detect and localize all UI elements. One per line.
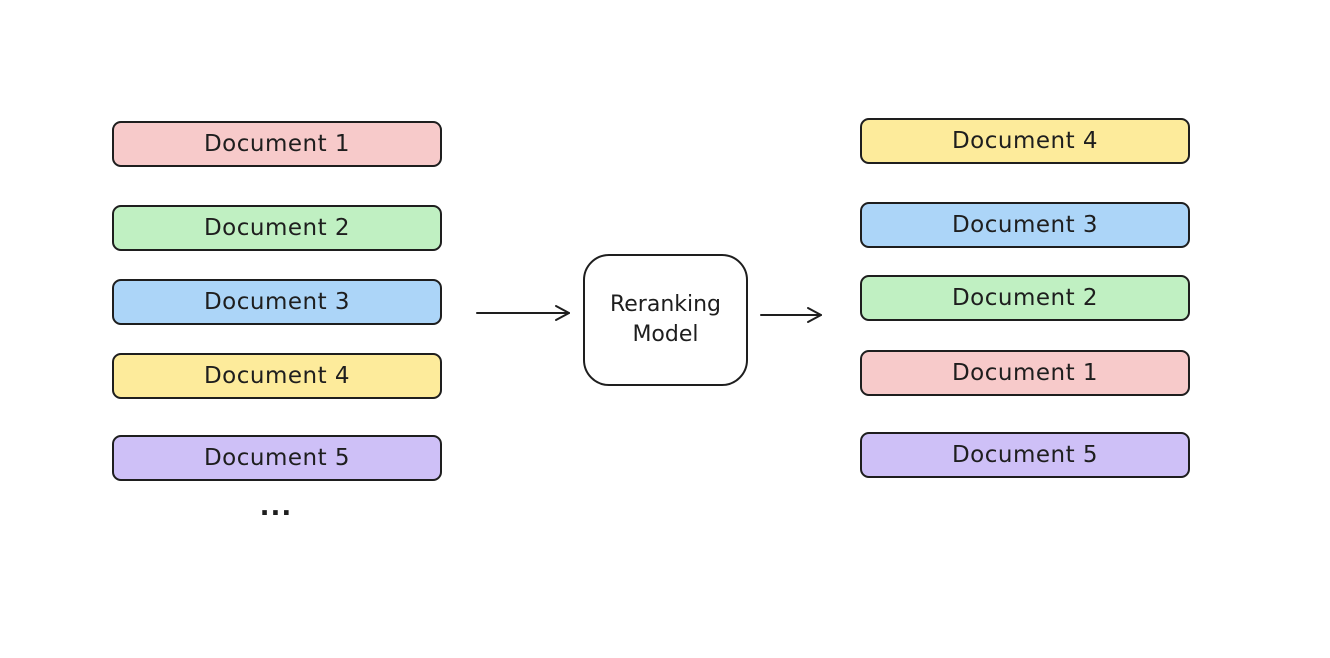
reranking-model-node: Reranking Model [583,254,748,386]
output-document-label: Document 5 [951,442,1099,468]
input-document-label: Document 1 [203,131,351,157]
input-document-1: Document 1 [112,121,442,167]
input-document-4: Document 4 [112,353,442,399]
output-document-rank-1: Document 4 [860,118,1190,164]
input-document-2: Document 2 [112,205,442,251]
input-document-5: Document 5 [112,435,442,481]
output-document-label: Document 2 [951,285,1099,311]
input-document-label: Document 2 [203,215,351,241]
input-document-label: Document 5 [203,445,351,471]
output-document-label: Document 3 [951,212,1099,238]
output-document-rank-2: Document 3 [860,202,1190,248]
output-document-rank-5: Document 5 [860,432,1190,478]
more-documents-ellipsis: ... [259,492,293,522]
output-document-label: Document 4 [951,128,1099,154]
input-document-label: Document 4 [203,363,351,389]
output-document-rank-3: Document 2 [860,275,1190,321]
input-document-3: Document 3 [112,279,442,325]
output-document-rank-4: Document 1 [860,350,1190,396]
output-document-label: Document 1 [951,360,1099,386]
model-to-output-arrow [760,307,822,323]
input-document-label: Document 3 [203,289,351,315]
input-to-model-arrow [476,305,570,321]
reranking-model-label: Reranking Model [609,292,722,347]
